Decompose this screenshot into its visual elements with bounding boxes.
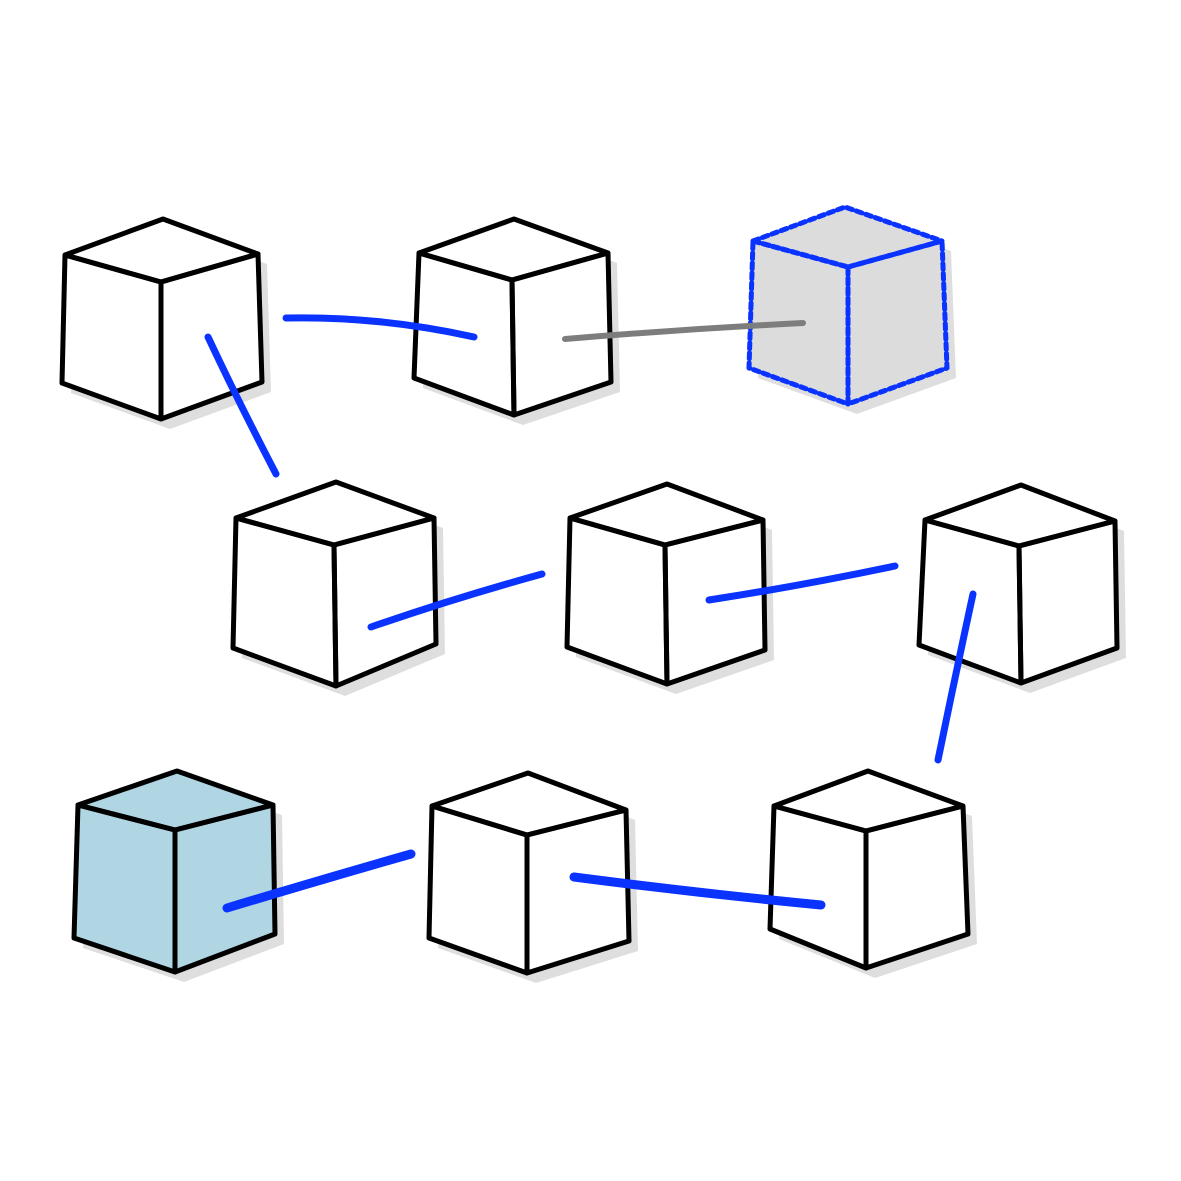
block-block-6 [916, 482, 1120, 686]
block-block-3 [59, 216, 265, 422]
link-block-2-to-block-3 [282, 314, 478, 341]
block-block-7 [426, 770, 632, 976]
link-genesis-to-block-2 [222, 849, 416, 913]
block-pending [746, 204, 950, 407]
links-layer [204, 314, 977, 913]
link-block-5-to-block-6 [705, 562, 899, 604]
block-block-5 [564, 481, 768, 687]
link-block-4-to-block-5 [367, 570, 546, 631]
block-block-4 [230, 479, 439, 689]
block-genesis [71, 768, 278, 975]
block-block-2 [411, 216, 614, 418]
block-face-right [845, 238, 950, 407]
block-face-right [1016, 518, 1120, 686]
pending-link [562, 320, 806, 342]
block-face-right [863, 803, 971, 971]
block-face-right [524, 807, 632, 976]
block-block-8 [767, 768, 971, 971]
link-block-6-to-block-7 [934, 590, 977, 764]
block-face-right [158, 251, 265, 422]
block-face-right [172, 802, 278, 975]
link-block-7-to-block-8 [569, 872, 826, 910]
block-face-right [662, 517, 768, 687]
block-face-right [509, 250, 614, 418]
blocks-layer [59, 204, 1120, 976]
link-block-3-to-block-4 [204, 333, 280, 478]
block-face-right [331, 515, 439, 689]
